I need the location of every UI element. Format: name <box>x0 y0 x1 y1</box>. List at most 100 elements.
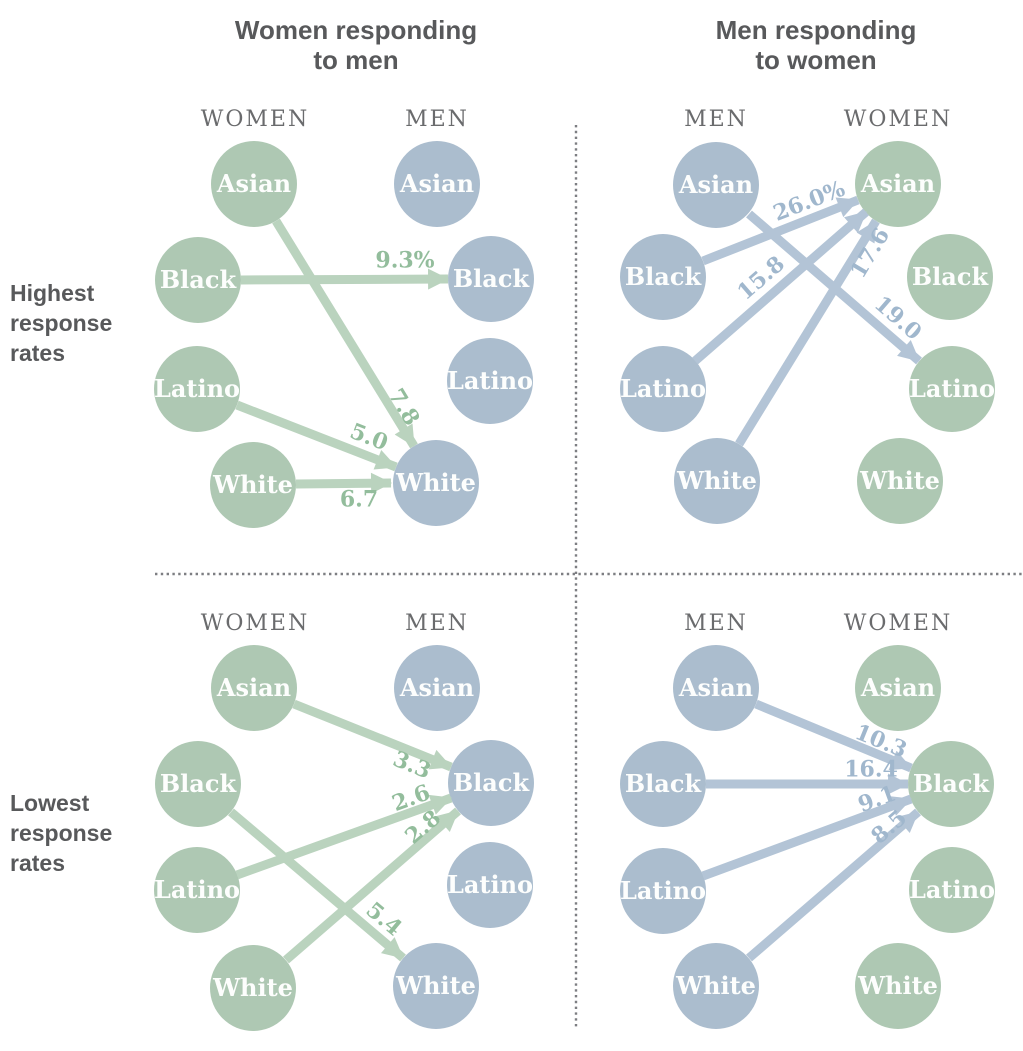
column-header-q1-men: MEN <box>405 107 469 132</box>
node-q4-women-asian: Asian <box>855 645 941 731</box>
node-q2-women-white: White <box>857 438 943 524</box>
node-label: Asian <box>216 673 291 702</box>
node-circle <box>448 740 534 826</box>
node-q3-men-white: White <box>393 943 479 1029</box>
lowest-response-rates-label-line2: response <box>10 820 112 846</box>
node-circle <box>393 440 479 526</box>
node-circle <box>855 141 941 227</box>
arrow-value-q1-white-to-white: 6.7 <box>340 486 378 512</box>
node-label: White <box>395 971 476 1000</box>
arrow-value-q3-black-to-white: 5.4 <box>361 897 407 942</box>
node-label: Black <box>160 769 238 798</box>
node-circle <box>210 945 296 1031</box>
node-label: Latino <box>620 876 706 905</box>
node-circle <box>154 346 240 432</box>
node-q1-men-latino: Latino <box>447 338 533 424</box>
node-q4-men-white: White <box>673 943 759 1029</box>
title-women-responding-line2: to men <box>313 45 398 75</box>
node-q4-women-white: White <box>855 943 941 1029</box>
node-label: Asian <box>399 169 474 198</box>
node-label: Latino <box>447 870 533 899</box>
node-circle <box>155 741 241 827</box>
nodes-q2: AsianBlackLatinoWhiteAsianBlackLatinoWhi… <box>620 141 995 524</box>
arrows-q3: 3.32.62.85.4 <box>228 699 461 964</box>
arrow-q3-latino-to-black <box>235 793 453 880</box>
node-circle <box>394 141 480 227</box>
node-q2-women-black: Black <box>907 234 993 320</box>
arrows-q1: 9.3%7.85.06.7 <box>235 218 450 512</box>
nodes-q4: AsianBlackLatinoWhiteAsianBlackLatinoWhi… <box>620 645 995 1029</box>
node-label: Latino <box>154 374 240 403</box>
node-circle <box>447 842 533 928</box>
node-circle <box>448 236 534 322</box>
arrow-q4-latino-to-black <box>701 794 913 881</box>
node-label: White <box>212 470 293 499</box>
column-pair-titles: Women responding to men Men responding t… <box>235 15 916 75</box>
node-label: Black <box>912 262 990 291</box>
node-circle <box>394 645 480 731</box>
node-label: Black <box>625 769 703 798</box>
node-circle <box>620 346 706 432</box>
node-circle <box>673 645 759 731</box>
node-q2-men-latino: Latino <box>620 346 706 432</box>
node-circle <box>210 442 296 528</box>
node-label: Asian <box>860 673 935 702</box>
node-q4-men-latino: Latino <box>620 848 706 934</box>
node-circle <box>447 338 533 424</box>
node-q4-men-asian: Asian <box>673 645 759 731</box>
node-q4-men-black: Black <box>620 741 706 827</box>
node-circle <box>620 234 706 320</box>
node-q2-women-latino: Latino <box>909 346 995 432</box>
arrow-q2-asian-to-latino <box>746 210 922 365</box>
node-label: Latino <box>620 374 706 403</box>
node-q2-men-asian: Asian <box>673 142 759 228</box>
node-circle <box>908 741 994 827</box>
node-q3-women-black: Black <box>155 741 241 827</box>
node-circle <box>620 741 706 827</box>
node-label: Asian <box>860 169 935 198</box>
arrow-q2-latino-to-asian <box>692 208 869 365</box>
arrow-value-q3-asian-to-black: 3.3 <box>389 746 434 784</box>
arrow-value-q1-black-to-black: 9.3% <box>375 247 434 273</box>
column-header-q4-women: WOMEN <box>844 611 952 636</box>
node-circle <box>211 141 297 227</box>
node-circle <box>909 346 995 432</box>
node-circle <box>857 438 943 524</box>
node-label: Asian <box>678 170 753 199</box>
node-circle <box>674 438 760 524</box>
node-circle <box>673 142 759 228</box>
lowest-response-rates-label-line3: rates <box>10 850 65 876</box>
side-labels: Highest response rates Lowest response r… <box>10 280 112 876</box>
highest-response-rates-label: Highest <box>10 280 95 306</box>
node-q3-men-asian: Asian <box>394 645 480 731</box>
column-header-q4-men: MEN <box>684 611 748 636</box>
node-label: White <box>395 468 476 497</box>
node-circle <box>211 645 297 731</box>
title-men-responding: Men responding <box>716 15 917 45</box>
column-header-q3-women: WOMEN <box>201 611 309 636</box>
node-circle <box>909 847 995 933</box>
node-label: Black <box>453 768 531 797</box>
arrow-q2-white-to-asian <box>735 218 880 447</box>
arrow-q3-white-to-black <box>283 807 461 964</box>
node-label: Asian <box>399 673 474 702</box>
node-circle <box>154 847 240 933</box>
title-men-responding-line2: to women <box>755 45 876 75</box>
highest-response-rates-label-line3: rates <box>10 340 65 366</box>
nodes-q3: AsianBlackLatinoWhiteAsianBlackLatinoWhi… <box>154 645 534 1031</box>
arrow-q3-asian-to-black <box>292 699 453 772</box>
node-label: White <box>676 466 757 495</box>
node-label: Black <box>625 262 703 291</box>
node-circle <box>155 237 241 323</box>
node-q2-women-asian: Asian <box>855 141 941 227</box>
node-circle <box>907 234 993 320</box>
node-label: Latino <box>154 875 240 904</box>
column-header-q2-men: MEN <box>684 107 748 132</box>
node-label: Latino <box>447 366 533 395</box>
node-circle <box>393 943 479 1029</box>
